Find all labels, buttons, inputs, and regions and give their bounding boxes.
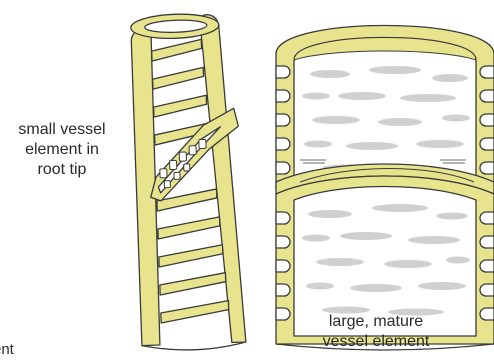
large-vessel-label-line-1: large, mature [306,312,446,332]
small-vessel-label: small vessel element in root tip [0,120,124,180]
small-vessel-label-line-3: root tip [0,160,124,180]
large-vessel-label-line-2: vessel element [306,332,446,352]
cut-off-label: ent [0,341,14,359]
small-vessel-label-line-1: small vessel [0,120,124,140]
large-vessel-label: large, mature vessel element [306,312,446,352]
small-vessel-element [130,12,246,351]
large-vessel-element [276,26,494,351]
small-vessel-label-line-2: element in [0,140,124,160]
